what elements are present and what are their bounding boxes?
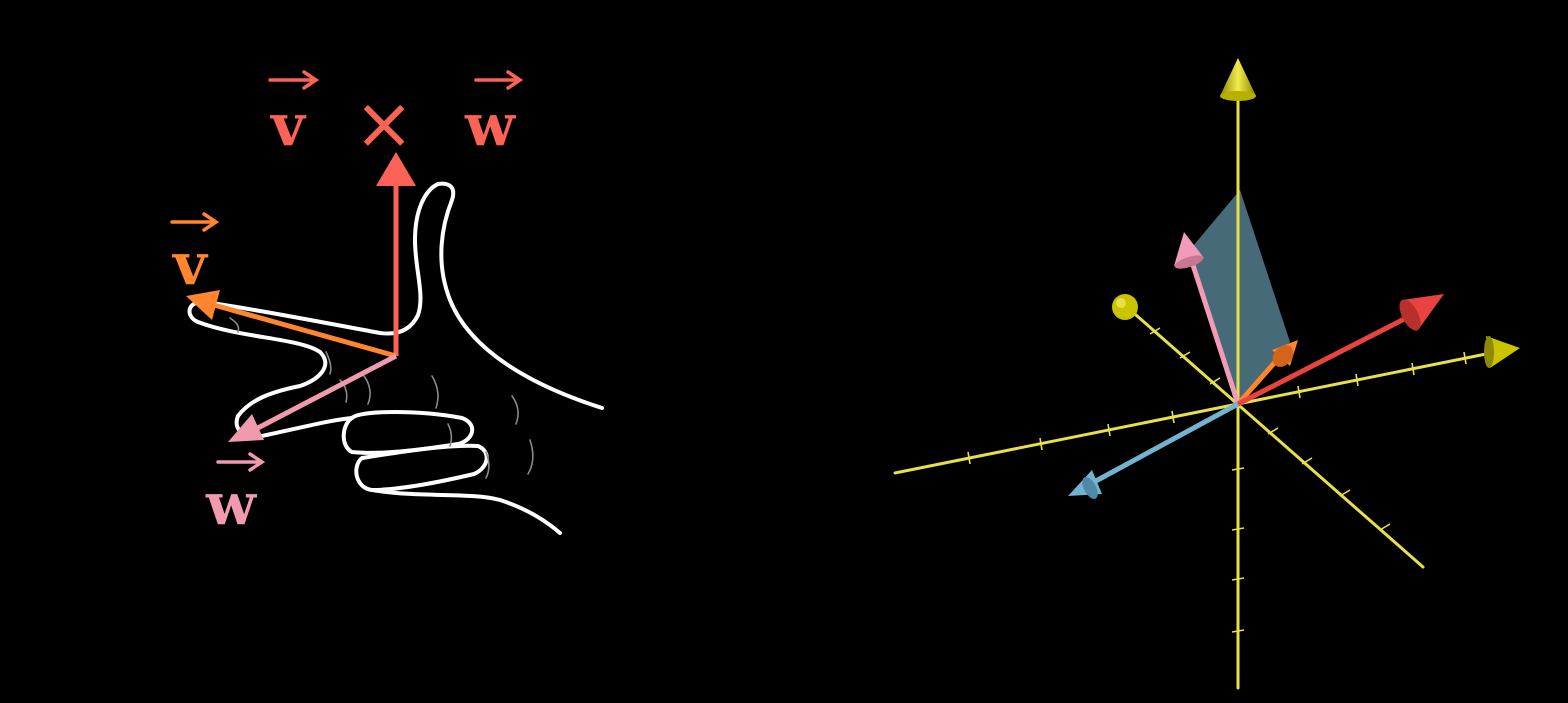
w-label: w xyxy=(205,452,266,538)
cross-product-arrow-3d xyxy=(1236,294,1444,407)
negative-cross-product-arrow-3d xyxy=(1068,401,1240,499)
axis-depth xyxy=(1126,306,1425,569)
cross-label-times: × xyxy=(354,81,414,165)
hand-crease-lines xyxy=(229,317,534,479)
vector-arrow-v-top xyxy=(268,70,320,90)
v-label: v xyxy=(170,212,220,298)
axis-horizontal xyxy=(893,350,1498,475)
v-label-arrow xyxy=(170,212,220,232)
cross-product-arrow-2d xyxy=(376,152,416,356)
v-label-text: v xyxy=(171,230,209,298)
cross-product-label: v × w xyxy=(268,70,524,165)
axes xyxy=(893,90,1498,690)
cross-label-v: v xyxy=(269,91,307,159)
right-hand-rule-diagram: v × w v xyxy=(170,70,604,538)
w-arrow-3d xyxy=(1174,232,1241,405)
v-arrow-3d xyxy=(1236,340,1298,406)
v-arrow-2d xyxy=(186,290,397,359)
w-label-arrow xyxy=(216,452,266,472)
3d-axes-diagram xyxy=(893,58,1520,690)
hand-palm-outline xyxy=(370,488,562,535)
axis-ticks xyxy=(967,327,1467,633)
hand-thumb-outline xyxy=(378,181,604,410)
w-label-text: w xyxy=(205,470,258,538)
hand-little-finger-outline xyxy=(354,443,489,492)
hand-outline xyxy=(187,181,604,535)
cross-label-w: w xyxy=(464,91,517,159)
hand-index-finger-outline xyxy=(187,299,382,418)
vector-arrow-w-top xyxy=(474,70,524,90)
axis-tip-depth-ball xyxy=(1112,294,1138,320)
axis-tip-right-cone xyxy=(1484,336,1520,368)
w-arrow-2d xyxy=(228,353,398,442)
axis-tip-up-cone xyxy=(1220,58,1256,101)
